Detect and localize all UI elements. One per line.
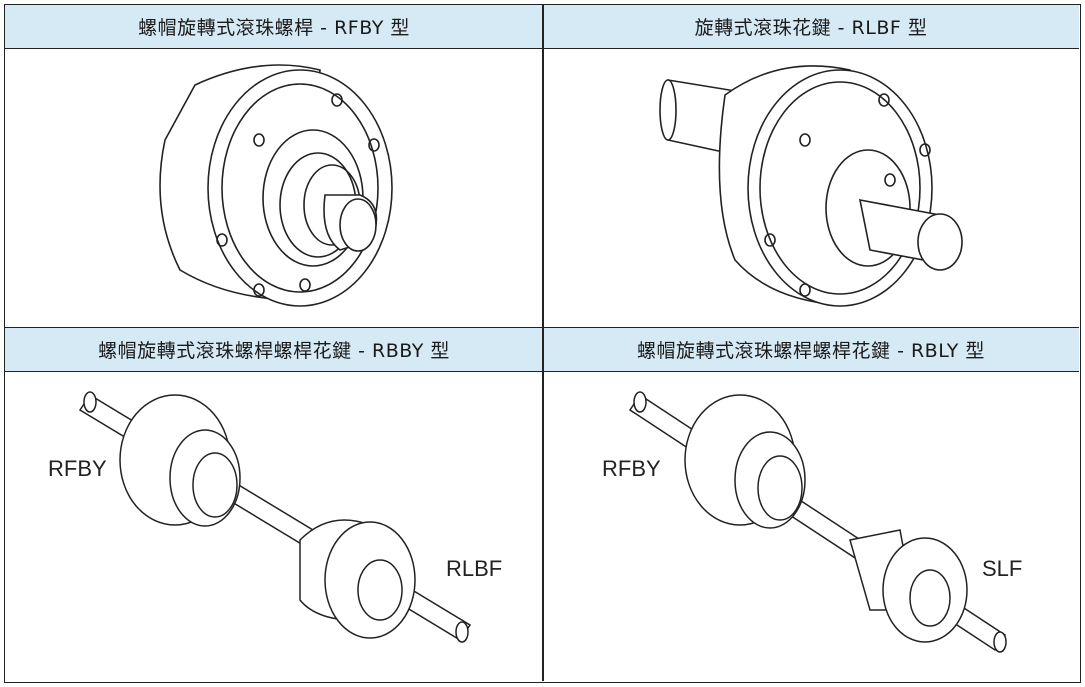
- rfby-illustration: [159, 64, 393, 307]
- label-rlbf-rbby: RLBF: [446, 556, 502, 581]
- label-rfby-rbly: RFBY: [602, 456, 661, 481]
- rbly-illustration: [628, 391, 1007, 653]
- label-rfby-rbby: RFBY: [48, 456, 107, 481]
- cell-header-rfby: 螺帽旋轉式滾珠螺桿 - RFBY 型: [5, 5, 543, 49]
- column-divider: [542, 5, 544, 681]
- rbby-illustration: [78, 391, 472, 643]
- label-slf-rbly: SLF: [982, 556, 1022, 581]
- rlbf-illustration: [659, 65, 963, 307]
- cell-header-rlbf: 旋轉式滾珠花鍵 - RLBF 型: [543, 5, 1079, 49]
- product-table: 螺帽旋轉式滾珠螺桿 - RFBY 型 旋轉式滾珠花鍵 - RLBF 型 螺帽旋轉…: [4, 4, 1081, 683]
- cell-header-rbly: 螺帽旋轉式滾珠螺桿螺桿花鍵 - RBLY 型: [543, 327, 1079, 372]
- cell-header-rbby: 螺帽旋轉式滾珠螺桿螺桿花鍵 - RBBY 型: [5, 327, 543, 372]
